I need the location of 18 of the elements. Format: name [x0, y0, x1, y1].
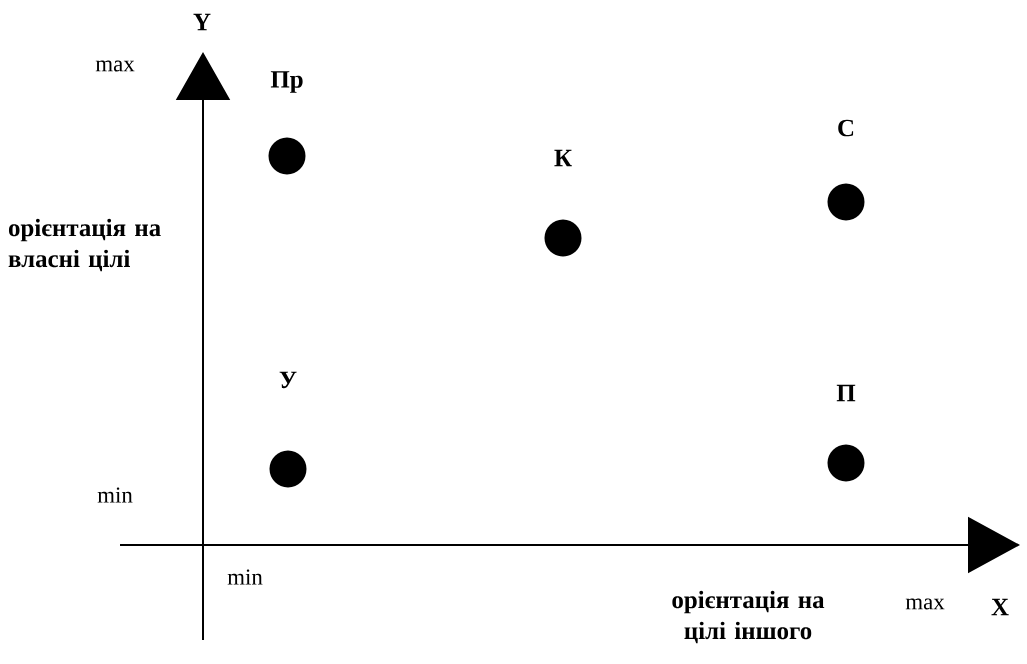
dot: [827, 444, 865, 482]
point-label: П: [836, 384, 856, 402]
point-label: У: [279, 371, 297, 389]
dot: [544, 219, 582, 257]
axis-tick-label: max: [95, 60, 135, 72]
axis-label: X: [991, 598, 1009, 616]
dot: [827, 183, 865, 221]
axis-tick-label: min: [227, 569, 263, 585]
point-label: Пр: [270, 71, 303, 93]
axis-label: Y: [193, 13, 211, 31]
point-label: К: [554, 149, 572, 167]
axis-tick-label: min: [97, 487, 133, 503]
axis-tick-label: max: [905, 598, 945, 610]
point-label: С: [838, 119, 854, 137]
axis-title: орієнтація на цілі іншого: [672, 590, 825, 644]
axis-title: орієнтація на власні цілі: [8, 218, 161, 272]
dot: [269, 450, 307, 488]
dot: [268, 137, 306, 175]
